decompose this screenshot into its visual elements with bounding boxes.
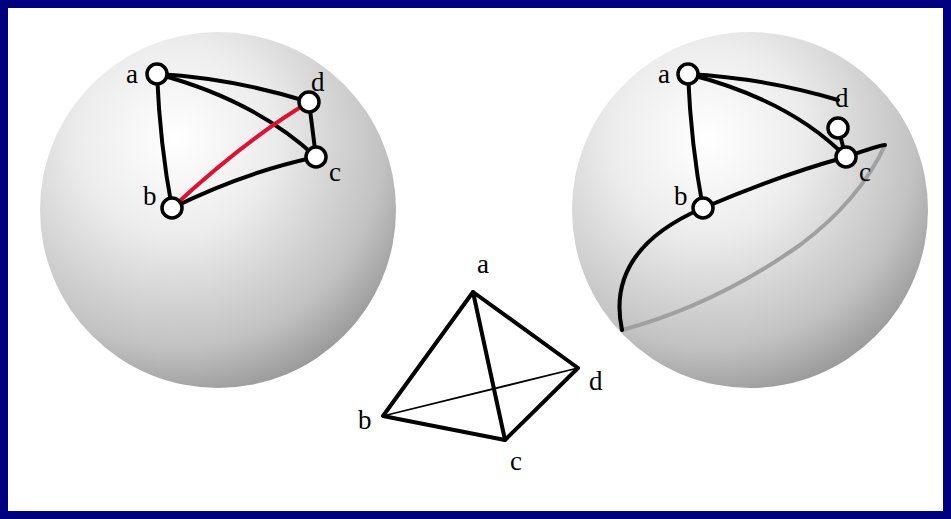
- vertex-label: d: [311, 69, 325, 96]
- great-circle-back: [622, 145, 885, 330]
- vertex-label: c: [859, 159, 871, 186]
- vertex-label: b: [143, 183, 157, 210]
- vertex-label: d: [835, 85, 849, 112]
- vertex-label: a: [658, 61, 670, 88]
- sphere: [572, 32, 928, 388]
- vertex-label: d: [589, 368, 603, 395]
- sphere: [40, 32, 396, 388]
- vertex-dots: [678, 64, 856, 218]
- tetrahedron: [383, 292, 578, 440]
- graph-edges: [619, 74, 885, 330]
- vertex-label: b: [674, 183, 688, 210]
- added-edge: [172, 102, 309, 208]
- vertex-label: a: [126, 61, 138, 88]
- vertex-label: c: [329, 159, 341, 186]
- vertex-label: a: [477, 251, 489, 278]
- vertex-label: b: [358, 407, 372, 434]
- vertex-label: c: [510, 448, 522, 475]
- vertex-dots: [147, 64, 326, 218]
- graph-edges: [157, 74, 316, 208]
